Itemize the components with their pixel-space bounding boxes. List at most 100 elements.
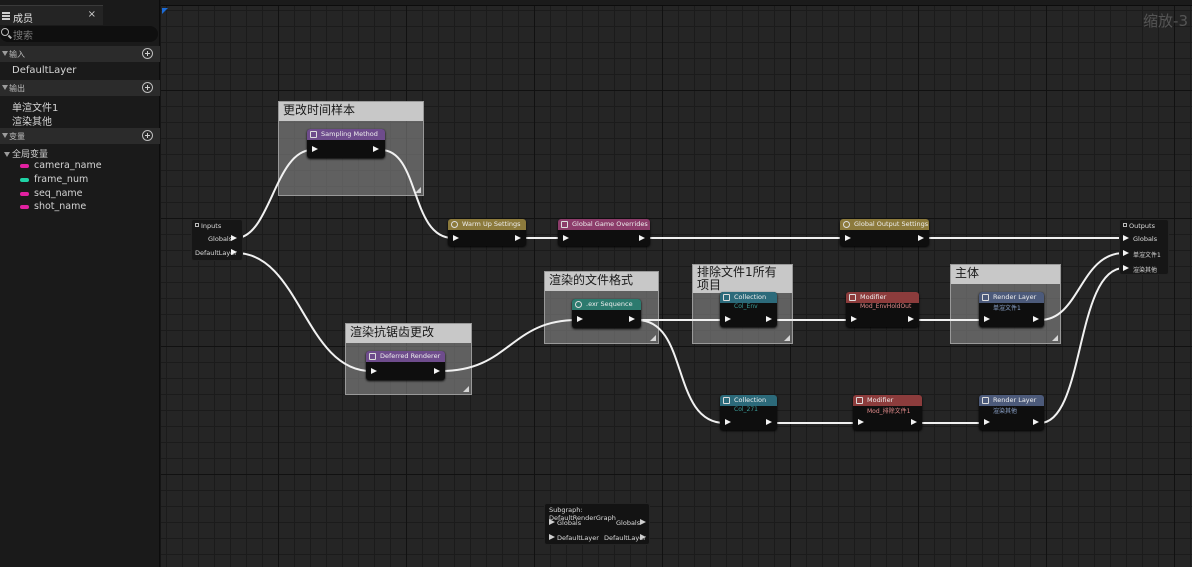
input-pin[interactable]: [851, 316, 857, 322]
output-item-2[interactable]: 渲染其他: [12, 117, 52, 128]
node-modifier-exclude[interactable]: Modifier Mod_排除文件1: [853, 395, 922, 430]
resize-grip-icon[interactable]: [784, 335, 790, 341]
variable-seq-name[interactable]: seq_name: [20, 188, 83, 199]
sampling-icon: [310, 131, 317, 138]
add-output-button[interactable]: [142, 82, 153, 93]
comment-title[interactable]: 主体: [951, 265, 1060, 284]
input-pin[interactable]: [312, 146, 318, 152]
node-deferred-renderer[interactable]: Deferred Renderer: [366, 351, 445, 380]
output-pin[interactable]: [766, 419, 772, 425]
input-pin[interactable]: [984, 419, 990, 425]
node-sampling-method[interactable]: Sampling Method: [307, 129, 385, 158]
output-item-1[interactable]: 单渲文件1: [12, 103, 59, 114]
output-pin[interactable]: [515, 235, 521, 241]
input-pin-render-1[interactable]: [1123, 250, 1129, 256]
global-variables-group[interactable]: 全局变量: [4, 147, 48, 160]
tab-title: 成员: [13, 14, 33, 25]
node-render-layer-2[interactable]: Render Layer 渲染其他: [979, 395, 1044, 430]
node-global-game-overrides[interactable]: Global Game Overrides: [558, 219, 650, 246]
output-pin-globals[interactable]: [640, 519, 646, 525]
resize-grip-icon[interactable]: [650, 335, 656, 341]
node-collection-env[interactable]: Collection Col_Env: [720, 292, 777, 327]
section-label: 输出: [9, 84, 25, 93]
node-exr-sequence[interactable]: .exr Sequence: [572, 299, 641, 328]
input-pin[interactable]: [453, 235, 459, 241]
gear-icon: [451, 221, 458, 228]
file-format-icon: [575, 301, 582, 308]
members-tab[interactable]: 成员 ×: [0, 5, 103, 25]
node-title: Subgraph: DefaultRenderGraph: [549, 506, 616, 522]
variable-label: shot_name: [34, 201, 87, 212]
output-pin[interactable]: [908, 316, 914, 322]
variable-camera-name[interactable]: camera_name: [20, 160, 102, 171]
input-pin[interactable]: [577, 316, 583, 322]
node-inputs[interactable]: Inputs Globals DefaultLayer: [191, 219, 243, 261]
modifier-icon: [856, 397, 863, 404]
variable-label: frame_num: [34, 174, 89, 185]
members-panel: 成员 × 搜索 输入 DefaultLayer 输出 单渲文件1 渲染其他 变量…: [0, 0, 160, 567]
output-pin[interactable]: [911, 419, 917, 425]
section-variables[interactable]: 变量: [0, 128, 160, 144]
collapse-triangle-icon: [2, 85, 8, 90]
search-input[interactable]: 搜索: [0, 26, 158, 42]
node-title: Collection: [734, 293, 767, 301]
input-pin-globals[interactable]: [1123, 235, 1129, 241]
output-pin[interactable]: [373, 146, 379, 152]
node-global-output-settings[interactable]: Global Output Settings: [840, 219, 929, 246]
node-subgraph[interactable]: Subgraph: DefaultRenderGraph Globals Glo…: [544, 503, 650, 545]
input-pin-defaultlayer[interactable]: [549, 534, 555, 540]
add-input-button[interactable]: [142, 48, 153, 59]
input-pin[interactable]: [845, 235, 851, 241]
node-title: Render Layer: [993, 293, 1037, 301]
variable-frame-num[interactable]: frame_num: [20, 174, 88, 185]
resize-grip-icon[interactable]: [1052, 335, 1058, 341]
input-pin[interactable]: [371, 368, 377, 374]
output-pin-defaultlayer[interactable]: [640, 534, 646, 540]
section-outputs[interactable]: 输出: [0, 80, 160, 96]
input-pin-globals[interactable]: [549, 519, 555, 525]
pin-label: DefaultLayer: [195, 249, 237, 257]
input-pin[interactable]: [984, 316, 990, 322]
graph-top-bar: [161, 0, 1192, 6]
resize-grip-icon[interactable]: [463, 386, 469, 392]
output-pin[interactable]: [639, 235, 645, 241]
input-item-defaultlayer[interactable]: DefaultLayer: [12, 65, 77, 76]
variable-type-pill: [20, 177, 29, 182]
input-pin[interactable]: [563, 235, 569, 241]
input-pin[interactable]: [858, 419, 864, 425]
node-outputs[interactable]: Outputs Globals 单渲文件1 渲染其他: [1119, 219, 1169, 275]
node-icon: [1123, 223, 1127, 227]
node-modifier-env-holdout[interactable]: Modifier Mod_EnvHoldOut: [846, 292, 919, 327]
renderer-icon: [369, 353, 376, 360]
comment-title[interactable]: 渲染的文件格式: [545, 272, 658, 291]
input-pin[interactable]: [725, 316, 731, 322]
output-pin[interactable]: [434, 368, 440, 374]
output-pin[interactable]: [1033, 419, 1039, 425]
add-variable-button[interactable]: [142, 130, 153, 141]
node-title: Global Game Overrides: [572, 220, 648, 228]
close-tab-button[interactable]: ×: [87, 9, 96, 20]
output-pin-globals[interactable]: [231, 235, 237, 241]
comment-title[interactable]: 更改时间样本: [279, 102, 423, 121]
resize-grip-icon[interactable]: [415, 187, 421, 193]
output-pin[interactable]: [766, 316, 772, 322]
output-pin[interactable]: [1033, 316, 1039, 322]
node-warm-up-settings[interactable]: Warm Up Settings: [448, 219, 526, 246]
section-inputs[interactable]: 输入: [0, 46, 160, 62]
input-pin[interactable]: [725, 419, 731, 425]
output-pin[interactable]: [629, 316, 635, 322]
input-pin-render-other[interactable]: [1123, 265, 1129, 271]
output-pin-defaultlayer[interactable]: [231, 249, 237, 255]
output-pin[interactable]: [918, 235, 924, 241]
comment-title[interactable]: 渲染抗锯齿更改: [346, 324, 471, 343]
collection-icon: [723, 294, 730, 301]
variable-type-pill: [20, 163, 29, 168]
node-render-layer-1[interactable]: Render Layer 单渲文件1: [979, 292, 1044, 327]
node-title: Deferred Renderer: [380, 352, 441, 360]
comment-title[interactable]: 排除文件1所有项目: [693, 265, 792, 293]
section-label: 变量: [9, 132, 25, 141]
collection-icon: [723, 397, 730, 404]
node-collection-271[interactable]: Collection Col_271: [720, 395, 777, 430]
variable-shot-name[interactable]: shot_name: [20, 201, 86, 212]
zoom-level-label: 缩放-3: [1143, 12, 1188, 30]
